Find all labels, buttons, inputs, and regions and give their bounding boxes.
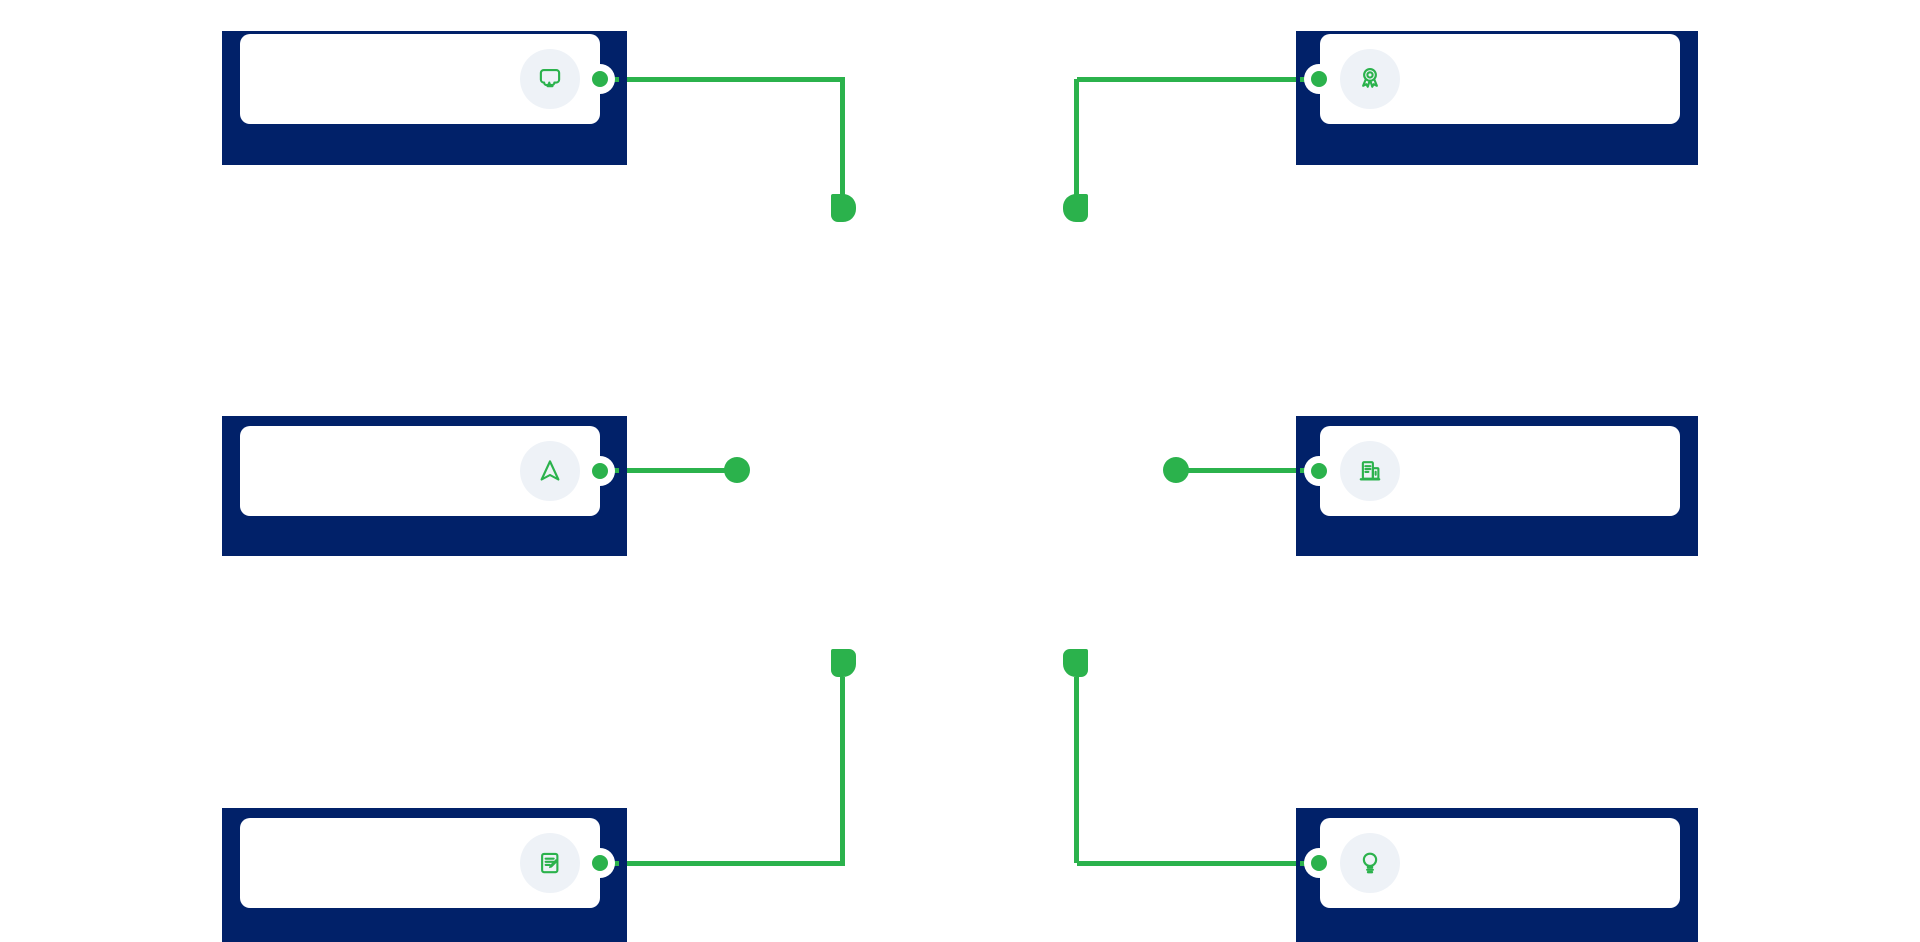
connector-bottom-right-vline: [1074, 677, 1079, 863]
card-middle-right-icon-circle: [1340, 441, 1400, 501]
connector-top-right-endnode: [1063, 194, 1088, 222]
connector-top-left-dash: [612, 77, 619, 82]
connector-middle-left-endnode: [724, 457, 750, 483]
connector-bottom-left-endnode: [831, 649, 856, 677]
card-bottom-left-icon-circle: [520, 833, 580, 893]
navigation-arrow-icon: [540, 460, 560, 481]
connector-top-left-hline: [627, 77, 845, 82]
connector-bottom-right-dash: [1300, 861, 1307, 866]
connector-bottom-right-endnode: [1063, 649, 1088, 677]
connector-top-right-hline: [1077, 77, 1296, 82]
card-middle-right-anchor-dot: [1311, 463, 1327, 479]
document-edit-icon: [541, 852, 559, 874]
card-bottom-right-anchor-dot: [1311, 855, 1327, 871]
card-top-right-anchor-dot: [1311, 71, 1327, 87]
connector-middle-left-hline: [627, 468, 737, 473]
card-bottom-right-icon-circle: [1340, 833, 1400, 893]
connector-bottom-left-dash: [612, 861, 619, 866]
connector-middle-right-endnode: [1163, 457, 1189, 483]
award-ribbon-icon: [1362, 67, 1378, 88]
connector-bottom-left-hline: [627, 861, 845, 866]
connector-top-left-vline: [840, 79, 845, 195]
connector-middle-right-hline: [1185, 468, 1296, 473]
connector-bottom-left-vline: [840, 677, 845, 863]
connector-top-right-dash: [1300, 77, 1307, 82]
connector-bottom-right-hline: [1077, 861, 1296, 866]
screencast-icon: [539, 68, 561, 88]
card-bottom-left-anchor-dot: [592, 855, 608, 871]
connector-middle-left-dash: [612, 468, 619, 473]
connector-middle-right-dash: [1300, 468, 1307, 473]
card-top-left-icon-circle: [520, 49, 580, 109]
lightbulb-icon: [1362, 852, 1378, 874]
card-top-right-icon-circle: [1340, 49, 1400, 109]
connector-top-right-vline: [1074, 79, 1079, 195]
office-building-icon: [1359, 461, 1381, 481]
card-top-left-anchor-dot: [592, 71, 608, 87]
card-middle-left-anchor-dot: [592, 463, 608, 479]
card-middle-left-icon-circle: [520, 441, 580, 501]
connector-top-left-endnode: [831, 194, 856, 222]
